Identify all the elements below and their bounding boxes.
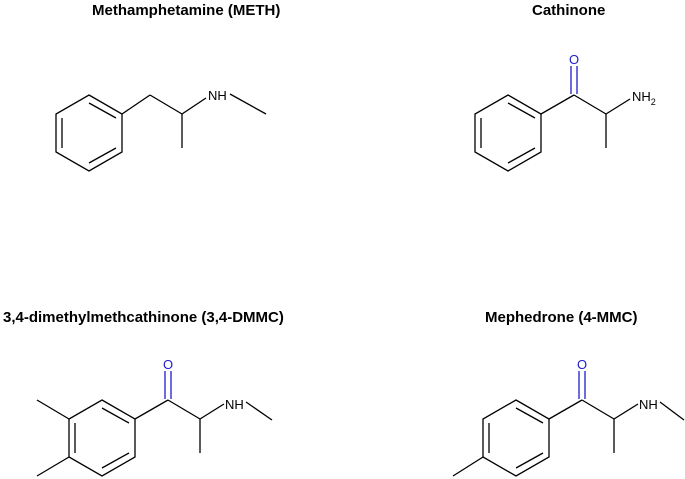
title-mephedrone: Mephedrone (4-MMC) bbox=[485, 309, 638, 326]
title-cathinone: Cathinone bbox=[532, 2, 606, 19]
benzene-ring bbox=[482, 399, 550, 477]
aromatic-double-bond bbox=[88, 102, 117, 119]
bond bbox=[581, 399, 615, 420]
bond bbox=[149, 94, 183, 115]
aromatic-double-bond bbox=[101, 407, 130, 424]
bond bbox=[573, 94, 607, 115]
bond bbox=[167, 399, 201, 420]
bond bbox=[134, 399, 169, 420]
bond bbox=[121, 94, 151, 115]
bond bbox=[199, 403, 225, 420]
structure-mephedrone: O NH bbox=[452, 357, 685, 477]
structure-34-dmmc: O NH bbox=[36, 357, 273, 477]
benzene-ring bbox=[68, 399, 136, 477]
bond bbox=[613, 403, 639, 420]
n-methyl-bond bbox=[245, 401, 273, 421]
aromatic-double-bond bbox=[101, 452, 130, 469]
amine-label: NH bbox=[208, 88, 227, 103]
title-34-dmmc: 3,4-dimethylmethcathinone (3,4-DMMC) bbox=[3, 309, 284, 326]
bond bbox=[181, 97, 207, 115]
amine-label: NH2 bbox=[632, 89, 656, 107]
benzene-ring bbox=[55, 94, 123, 172]
aromatic-double-bond bbox=[515, 452, 544, 469]
methyl-bond bbox=[36, 399, 70, 420]
structure-methamphetamine: NH bbox=[55, 88, 267, 172]
amine-label: NH bbox=[639, 397, 658, 412]
methyl-bond bbox=[36, 456, 70, 477]
aromatic-double-bond bbox=[507, 102, 536, 119]
methyl-bond bbox=[452, 456, 484, 477]
benzene-ring bbox=[474, 94, 542, 172]
oxygen-label: O bbox=[163, 357, 173, 372]
title-methamphetamine: Methamphetamine (METH) bbox=[92, 2, 281, 19]
n-methyl-bond bbox=[229, 93, 267, 115]
oxygen-label: O bbox=[577, 357, 587, 372]
amine-label: NH bbox=[225, 397, 244, 412]
n-methyl-bond bbox=[659, 401, 685, 421]
bond bbox=[548, 399, 583, 420]
aromatic-double-bond bbox=[507, 147, 536, 164]
aromatic-double-bond bbox=[88, 147, 117, 164]
aromatic-double-bond bbox=[515, 407, 544, 424]
bond bbox=[540, 94, 575, 115]
oxygen-label: O bbox=[569, 52, 579, 67]
bond bbox=[605, 98, 631, 115]
structure-cathinone: O NH2 bbox=[474, 52, 656, 172]
